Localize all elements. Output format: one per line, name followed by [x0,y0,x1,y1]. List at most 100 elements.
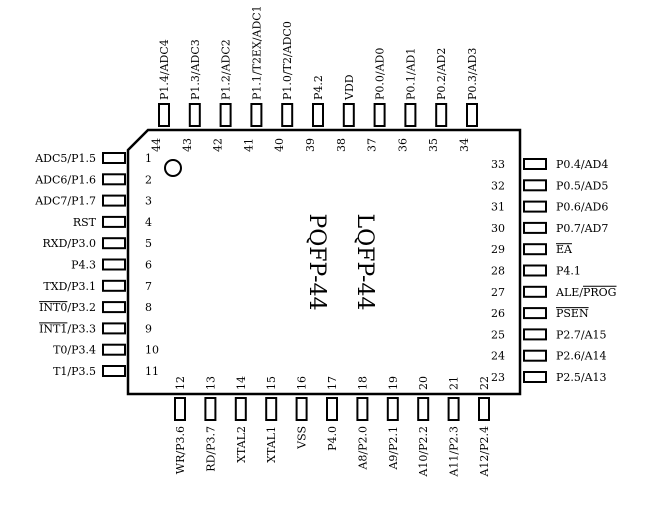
pin-number-31: 31 [491,201,505,214]
pin-pad-36 [404,103,417,127]
chip-body [126,128,522,396]
pin-pad-35 [435,103,448,127]
pin-pad-29 [523,243,547,256]
pin-number-30: 30 [491,222,505,235]
pin-label-39: P4.2 [312,75,325,100]
pin-pad-20 [417,397,430,421]
pin-number-2: 2 [145,173,152,186]
pin-number-44: 44 [150,138,163,152]
pin-label-7: TXD/P3.1 [43,280,96,293]
pin-pad-4 [102,215,126,228]
pin-label-22: A12/P2.4 [478,426,491,478]
pin-label-43: P1.3/ADC3 [189,39,202,100]
pin-pad-33 [523,158,547,170]
pin-pad-8 [102,301,126,314]
pin-number-19: 19 [387,376,400,390]
pin-number-33: 33 [491,158,505,171]
pin-label-31: P0.6/AD6 [556,201,608,214]
pin-label-2: ADC6/P1.6 [34,173,96,186]
pin-pad-41 [250,103,263,127]
pin-pad-14 [234,397,247,421]
pin-label-10: T0/P3.4 [53,344,96,357]
pin-number-38: 38 [335,138,348,152]
pin-pad-23 [523,371,547,383]
pin-number-14: 14 [235,376,248,390]
pin-label-26: PSEN [556,307,589,320]
pin-label-28: P4.1 [556,265,581,278]
pin-label-23: P2.5/A13 [556,371,607,384]
pin-pad-34 [466,103,478,127]
pin-number-21: 21 [448,376,461,390]
pin-label-14: XTAL2 [235,426,248,463]
pin-number-32: 32 [491,179,505,192]
pin-label-24: P2.6/A14 [556,350,607,363]
pin-number-15: 15 [265,376,278,390]
package-label-lqfp: LQFP-44 [352,214,377,311]
pin-number-9: 9 [145,322,152,335]
pin-pad-43 [188,103,201,127]
pin-label-6: P4.3 [71,259,96,272]
pin-label-32: P0.5/AD5 [556,179,608,192]
pin-label-37: P0.0/AD0 [374,48,387,100]
pin-number-17: 17 [326,376,339,390]
pin-number-41: 41 [242,138,255,152]
pin-number-16: 16 [296,376,309,390]
pin-label-33: P0.4/AD4 [556,158,608,171]
pin-label-44: P1.4/ADC4 [158,39,171,100]
pin-number-43: 43 [181,138,194,152]
pin-label-11: T1/P3.5 [53,365,96,378]
pin-pad-9 [102,322,126,335]
pin-pad-15 [265,397,278,421]
pin-pad-12 [174,397,186,421]
pin-label-5: RXD/P3.0 [42,237,96,250]
pin-pad-11 [102,365,126,377]
pin-pad-32 [523,179,547,192]
pin-pad-37 [373,103,386,127]
pin-label-27: ALE/PROG [555,286,616,299]
pin-label-19: A9/P2.1 [387,426,400,471]
pin-pad-17 [326,397,338,421]
pin-number-20: 20 [417,376,430,390]
pin-number-10: 10 [145,344,159,357]
pin-number-13: 13 [204,376,217,390]
pin-label-35: P0.2/AD2 [435,48,448,100]
pin-number-18: 18 [356,376,369,390]
pin-number-28: 28 [491,265,505,278]
pin-pad-13 [204,397,217,421]
pin-pad-44 [158,103,170,127]
pin-pad-7 [102,279,126,292]
pin-number-34: 34 [458,138,471,152]
pin-label-13: RD/P3.7 [204,426,217,472]
pin-pad-40 [281,103,294,127]
pin-pad-26 [523,307,547,320]
pin-pad-38 [342,103,355,127]
pin-pad-24 [523,349,547,362]
pin-label-17: P4.0 [326,426,339,451]
pin-pad-42 [219,103,232,127]
pin-pad-39 [312,103,324,127]
pin-number-4: 4 [145,216,152,229]
pin-number-8: 8 [145,301,152,314]
pin-pad-22 [478,397,490,421]
pin-pad-31 [523,200,547,213]
pin-label-3: ADC7/P1.7 [34,195,96,208]
pin-pad-30 [523,221,547,234]
pins-group: 1ADC5/P1.52ADC6/P1.63ADC7/P1.74RST5RXD/P… [34,5,617,478]
pin-number-26: 26 [491,307,505,320]
pin-number-24: 24 [491,350,505,363]
pin-label-15: XTAL1 [265,426,278,463]
pin-pad-28 [523,264,547,277]
pin-number-27: 27 [491,286,505,299]
pin-label-30: P0.7/AD7 [556,222,608,235]
package-label-pqfp: PQFP-44 [304,213,329,310]
pin-pad-2 [102,173,126,186]
pin-number-22: 22 [478,376,491,390]
pin-pad-16 [295,397,308,421]
pin-number-23: 23 [491,371,505,384]
pin-number-39: 39 [304,138,317,152]
pin-label-29: EA [556,243,573,256]
pin-pad-3 [102,194,126,207]
pin-label-21: A11/P2.3 [448,426,461,478]
pin-pad-18 [356,397,369,421]
